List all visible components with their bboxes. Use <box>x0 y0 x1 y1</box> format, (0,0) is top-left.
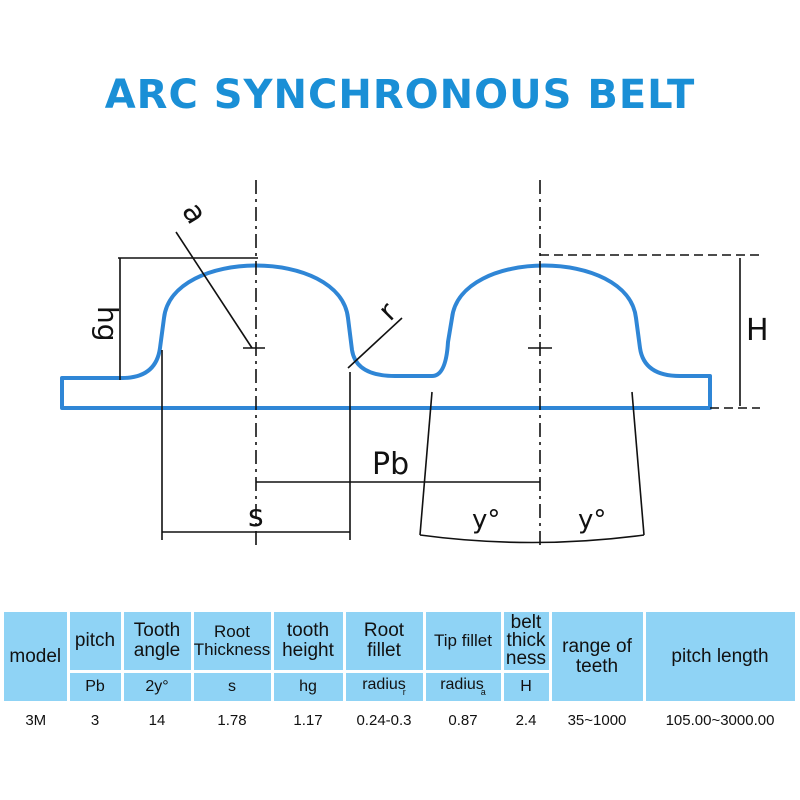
header-pitch-length: pitch length <box>644 612 798 704</box>
symbol-belt-thickness: H <box>502 671 552 704</box>
radius-r-leader <box>347 317 403 369</box>
label-y-right: y° <box>578 505 606 535</box>
symbol-tooth-height: hg <box>272 671 346 704</box>
page-title: ARC SYNCHRONOUS BELT <box>104 72 696 118</box>
label-hg: hg <box>91 306 124 342</box>
symbol-pitch: Pb <box>68 671 124 704</box>
cell-tooth-angle: 14 <box>122 702 193 741</box>
label-H: H <box>746 313 769 348</box>
cell-belt-thickness: 2.4 <box>502 702 551 741</box>
symbol-root-fillet-text: radius <box>362 675 406 693</box>
symbol-tooth-angle: 2y° <box>122 671 194 704</box>
label-r: r <box>372 295 404 327</box>
symbol-tip-fillet-subscript: a <box>480 686 486 697</box>
cell-pitch: 3 <box>68 702 123 741</box>
header-root-fillet: Root fillet <box>344 612 426 673</box>
cell-tooth-height: 1.17 <box>272 702 345 741</box>
cell-root-thickness: 1.78 <box>192 702 273 741</box>
belt-profile-diagram: a r hg H Pb s y° y° <box>60 180 769 548</box>
spec-table: model pitch Tooth angle Root Thickness t… <box>4 612 798 741</box>
symbol-tip-fillet-text: radius <box>440 675 484 693</box>
header-tooth-angle: Tooth angle <box>122 612 194 673</box>
angle-left-line <box>419 391 433 536</box>
label-Pb: Pb <box>372 447 409 482</box>
header-tooth-height: tooth height <box>272 612 346 673</box>
symbol-root-fillet-subscript: r <box>402 686 406 697</box>
symbol-tip-fillet: radiusa <box>424 671 504 704</box>
cell-root-fillet: 0.24-0.3 <box>344 702 425 741</box>
header-range-of-teeth: range of teeth <box>550 612 646 704</box>
cell-tip-fillet: 0.87 <box>424 702 503 741</box>
header-belt-thickness: belt thick ness <box>502 612 552 673</box>
angle-right-line <box>631 391 645 536</box>
angle-arc <box>419 534 645 544</box>
header-tip-fillet: Tip fillet <box>424 612 504 673</box>
cell-model: 3M <box>4 702 69 741</box>
header-root-thickness: Root Thickness <box>192 612 274 673</box>
label-s: s <box>248 499 264 534</box>
belt-outline <box>60 263 712 410</box>
cell-pitch-length: 105.00~3000.00 <box>644 702 797 741</box>
header-model: model <box>4 612 70 704</box>
radius-a-leader <box>175 231 253 349</box>
label-y-left: y° <box>472 505 500 535</box>
header-pitch: pitch <box>68 612 124 673</box>
cell-range-of-teeth: 35~1000 <box>550 702 645 741</box>
label-a: a <box>174 196 213 230</box>
symbol-root-fillet: radiusr <box>344 671 426 704</box>
table-row: 3M 3 14 1.78 1.17 0.24-0.3 0.87 2.4 35~1… <box>4 702 797 741</box>
symbol-root-thickness: s <box>192 671 274 704</box>
